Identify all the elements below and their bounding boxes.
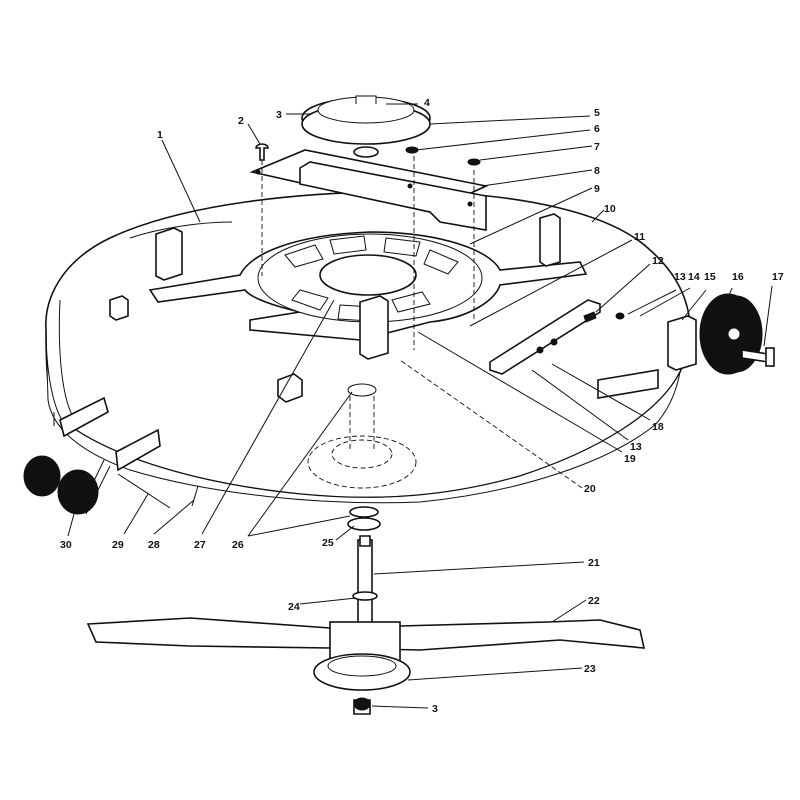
label-20: 20 [584, 483, 596, 495]
label-15: 15 [704, 271, 716, 283]
label-16: 16 [732, 271, 744, 283]
right-wheel-assembly [489, 293, 775, 399]
label-27: 27 [194, 539, 206, 551]
label-22: 22 [588, 595, 600, 607]
part-labels: 1 2 3 4 5 6 7 8 9 10 11 12 13 14 15 16 1… [60, 97, 784, 715]
label-3-top: 3 [276, 109, 282, 121]
label-11: 11 [634, 231, 645, 243]
label-1: 1 [157, 129, 163, 141]
label-3-bottom: 3 [432, 703, 438, 715]
label-29: 29 [112, 539, 124, 551]
spindle-housing-hidden [307, 383, 417, 489]
label-4: 4 [424, 97, 430, 109]
label-25: 25 [322, 537, 334, 549]
left-wheel-assembly [23, 396, 199, 515]
small-hardware-top [255, 143, 481, 166]
label-23: 23 [584, 663, 596, 675]
label-8: 8 [594, 165, 600, 177]
spindle-shaft [352, 535, 378, 627]
deck-brackets [109, 213, 561, 403]
blade-adapter [313, 653, 411, 715]
label-28: 28 [148, 539, 160, 551]
label-17: 17 [772, 271, 784, 283]
label-24: 24 [288, 601, 300, 613]
label-18: 18 [652, 421, 664, 433]
spindle-washers [347, 506, 381, 531]
label-10: 10 [604, 203, 616, 215]
label-5: 5 [594, 107, 600, 119]
label-21: 21 [588, 557, 600, 569]
label-2: 2 [238, 115, 244, 127]
mower-blade [86, 617, 646, 663]
label-30: 30 [60, 539, 72, 551]
spindle-frame [148, 231, 588, 341]
leader-lines [67, 103, 773, 709]
belt-guard-plate [249, 149, 489, 231]
label-9: 9 [594, 183, 600, 195]
label-14: 14 [688, 271, 700, 283]
label-13-bottom: 13 [630, 441, 642, 453]
label-12: 12 [652, 255, 664, 267]
label-26: 26 [232, 539, 244, 551]
label-7: 7 [594, 141, 600, 153]
label-19: 19 [624, 453, 636, 465]
label-6: 6 [594, 123, 600, 135]
label-13-top: 13 [674, 271, 686, 283]
